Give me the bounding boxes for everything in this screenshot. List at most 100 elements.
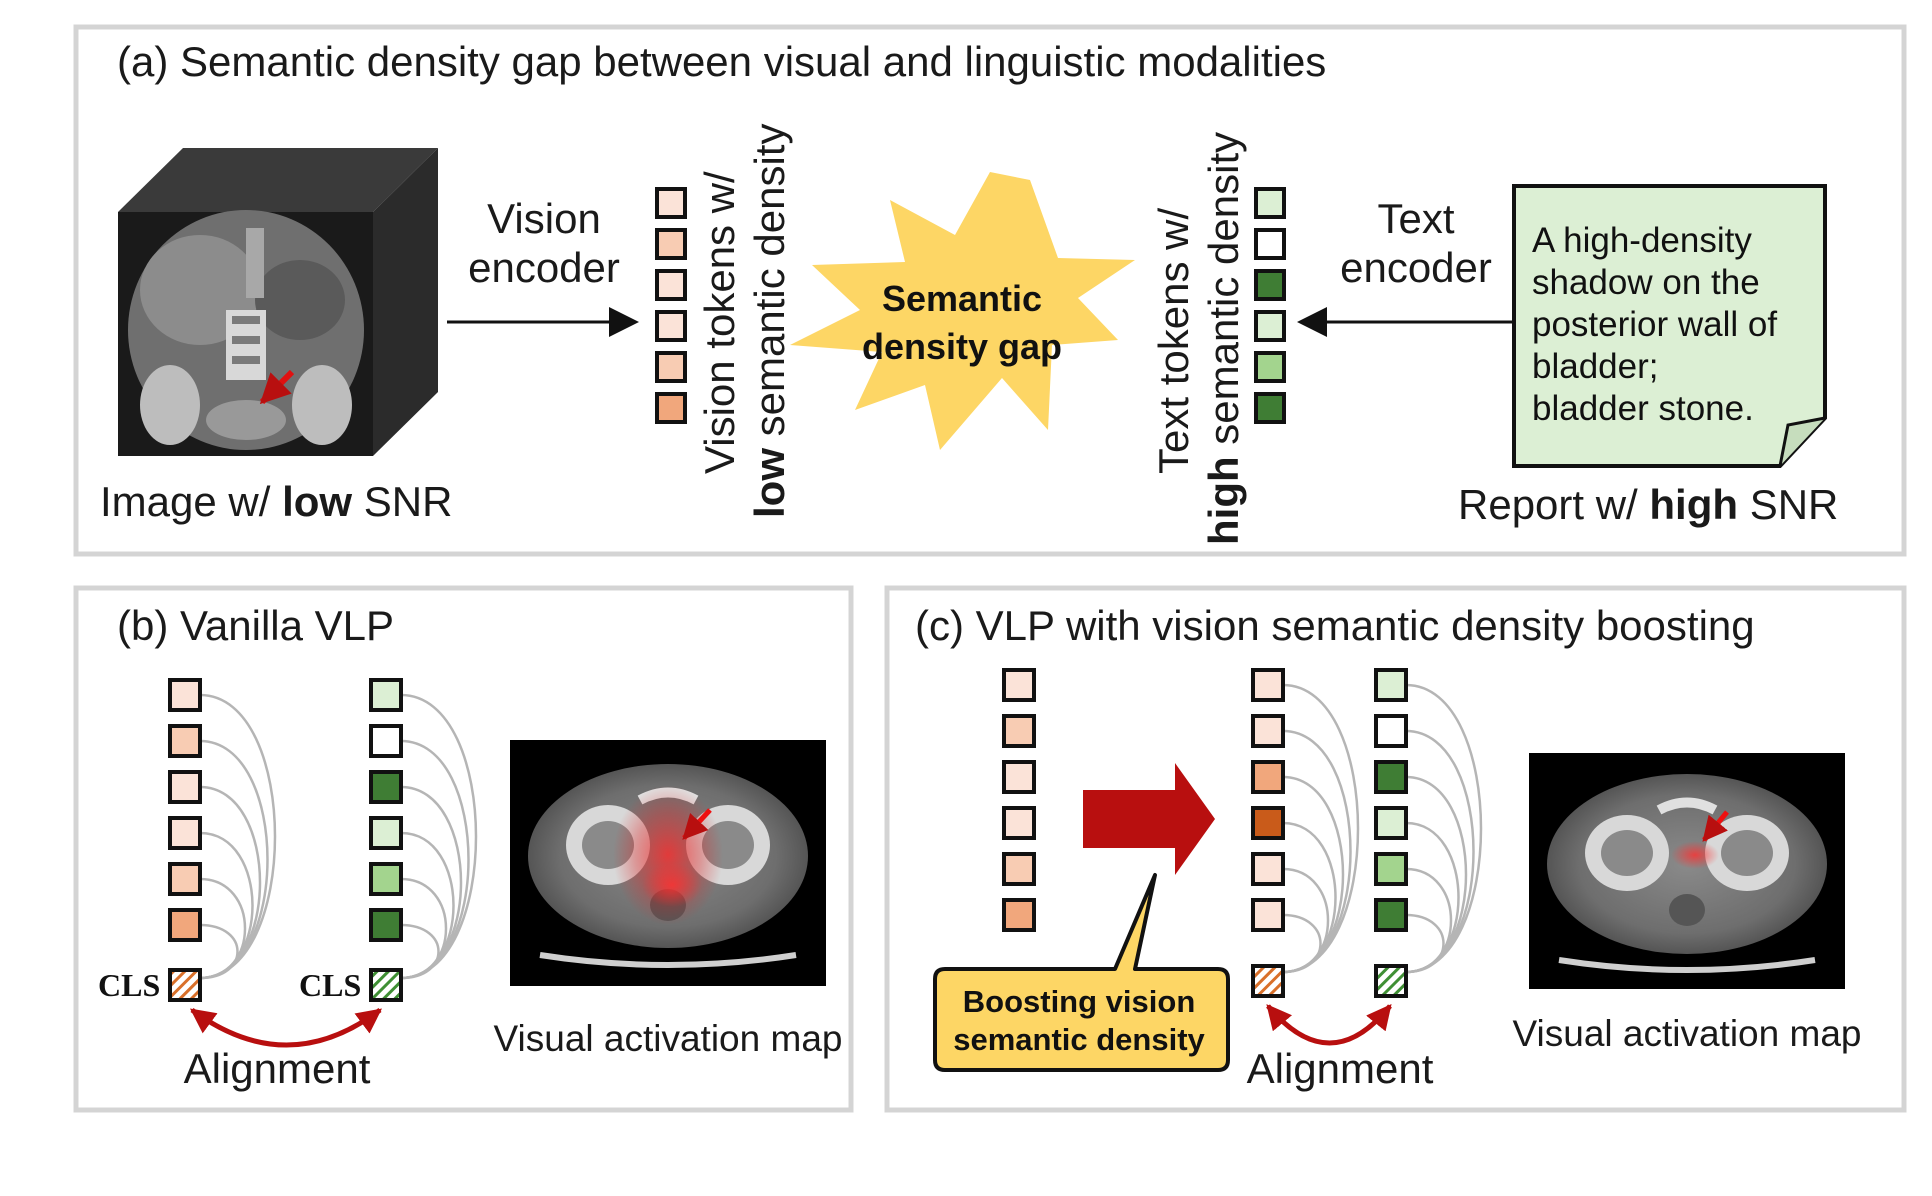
panel-b: (b) Vanilla VLP CLS CLS Alignment Visual…	[73, 585, 854, 1113]
report-line-1: A high-density	[1532, 221, 1752, 260]
input-vision-token-1	[1002, 668, 1036, 702]
vision-cls-label: CLS	[98, 967, 160, 1003]
text-cls-token	[369, 968, 403, 1002]
text-tokens-label-line1: Text tokens w/	[1150, 208, 1197, 474]
text-token-6	[1374, 898, 1408, 932]
alignment-arrow	[1266, 1004, 1392, 1046]
text-token-column	[1374, 668, 1408, 932]
vision-token-column	[168, 678, 202, 942]
lesion-arrow	[259, 369, 295, 405]
text-token-4	[1254, 310, 1286, 342]
activation-map-image	[510, 740, 826, 986]
boost-label-line1: Boosting vision	[963, 984, 1196, 1019]
input-vision-token-2	[1002, 714, 1036, 748]
alignment-label: Alignment	[184, 1045, 371, 1092]
boost-callout	[933, 873, 1230, 1072]
text-token-6	[1254, 392, 1286, 424]
input-vision-token-6	[1002, 898, 1036, 932]
vision-cls-token	[1251, 964, 1285, 998]
boosted-vision-token-2	[1251, 714, 1285, 748]
text-cls-token	[1374, 964, 1408, 998]
gap-label-line1: Semantic	[882, 278, 1042, 319]
text-token-4	[369, 816, 403, 850]
text-token-5	[1374, 852, 1408, 886]
vision-token-1	[655, 187, 687, 219]
report-line-5: bladder stone.	[1532, 389, 1754, 428]
text-token-1	[1254, 187, 1286, 219]
vision-token-3	[168, 770, 202, 804]
text-encoder-label-line2: encoder	[1340, 244, 1492, 291]
alignment-label: Alignment	[1247, 1045, 1434, 1092]
input-vision-token-5	[1002, 852, 1036, 886]
text-token-1	[369, 678, 403, 712]
text-token-3	[1254, 269, 1286, 301]
vision-attention-arcs	[199, 693, 277, 980]
boosted-vision-arc-6	[1282, 913, 1322, 974]
boosted-vision-token-3	[1251, 760, 1285, 794]
input-vision-token-column	[1002, 668, 1036, 932]
text-token-2	[1374, 714, 1408, 748]
vision-token-4	[655, 310, 687, 342]
report-line-3: posterior wall of	[1532, 305, 1777, 344]
panel-c-title: (c) VLP with vision semantic density boo…	[915, 602, 1755, 649]
coronal-ct-slice	[128, 210, 364, 450]
boost-arrow	[1083, 763, 1215, 875]
text-token-6	[369, 908, 403, 942]
text-attention-arcs	[400, 693, 478, 980]
text-token-5	[1254, 351, 1286, 383]
text-token-5	[369, 862, 403, 896]
vision-token-5	[655, 351, 687, 383]
report-line-2: shadow on the	[1532, 263, 1760, 302]
vision-token-4	[168, 816, 202, 850]
boosted-vision-token-4	[1251, 806, 1285, 840]
boosted-vision-token-column	[1251, 668, 1285, 932]
text-arc-6	[1405, 913, 1445, 974]
vision-encoder-label-line1: Vision	[487, 195, 601, 242]
vision-encoder-label-line2: encoder	[468, 244, 620, 291]
text-token-2	[1254, 228, 1286, 260]
panel-c: (c) VLP with vision semantic density boo…	[884, 585, 1907, 1113]
vision-token-6	[655, 392, 687, 424]
vision-token-6	[168, 908, 202, 942]
activation-map-image	[1529, 753, 1845, 989]
text-encoder-label-line1: Text	[1377, 195, 1454, 242]
vision-token-3	[655, 269, 687, 301]
alignment-arrow	[189, 1007, 382, 1048]
panel-a: (a) Semantic density gap between visual …	[73, 24, 1907, 557]
vision-tokens-label-line1: Vision tokens w/	[696, 171, 743, 474]
text-token-4	[1374, 806, 1408, 840]
panel-a-title: (a) Semantic density gap between visual …	[117, 38, 1326, 85]
text-arc-6	[400, 923, 440, 980]
gap-label-line2: density gap	[862, 326, 1062, 367]
text-cls-label: CLS	[299, 967, 361, 1003]
boosted-vision-token-5	[1251, 852, 1285, 886]
vision-arc-6	[199, 923, 239, 980]
semantic-gap-burst	[790, 172, 1135, 450]
panel-b-title: (b) Vanilla VLP	[117, 602, 394, 649]
vision-cls-token	[168, 968, 202, 1002]
boosted-vision-token-6	[1251, 898, 1285, 932]
input-vision-token-3	[1002, 760, 1036, 794]
text-token-column	[369, 678, 403, 942]
vision-token-2	[168, 724, 202, 758]
text-token-3	[369, 770, 403, 804]
vision-token-1	[168, 678, 202, 712]
map-caption: Visual activation map	[1513, 1013, 1862, 1054]
report-line-4: bladder;	[1532, 347, 1658, 386]
map-caption: Visual activation map	[494, 1018, 843, 1059]
boosted-vision-token-1	[1251, 668, 1285, 702]
input-vision-token-4	[1002, 806, 1036, 840]
vision-token-5	[168, 862, 202, 896]
ct-volume-image	[118, 148, 438, 456]
image-caption: Image w/ low SNR	[100, 478, 452, 525]
text-token-3	[1374, 760, 1408, 794]
vision-token-column	[655, 187, 687, 424]
boosted-vision-attention-arcs	[1282, 683, 1360, 974]
text-token-column	[1254, 187, 1286, 424]
text-token-1	[1374, 668, 1408, 702]
text-token-2	[369, 724, 403, 758]
boost-label-line2: semantic density	[953, 1022, 1205, 1057]
